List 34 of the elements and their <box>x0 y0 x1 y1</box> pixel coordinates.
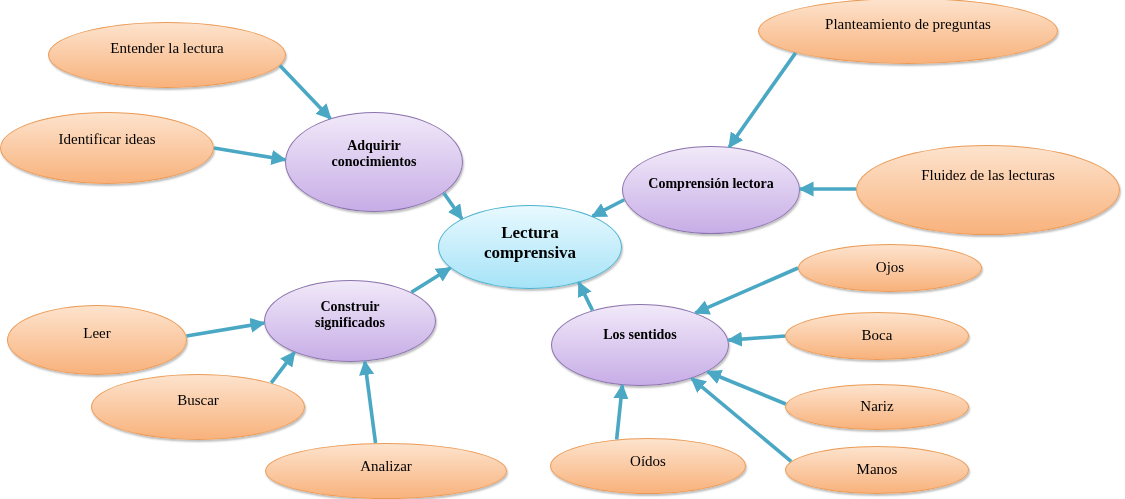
node-text: Ojos <box>875 259 905 277</box>
node-text: Planteamiento de preguntas <box>825 16 991 34</box>
arrow <box>726 331 786 347</box>
node-text: Manos <box>856 461 898 479</box>
arrow <box>690 377 793 463</box>
arrow <box>613 383 629 440</box>
arrow <box>727 51 798 149</box>
arrow <box>577 281 595 312</box>
node-text: Comprensión lectora <box>648 175 774 193</box>
node-text: Lectura comprensiva <box>482 223 578 263</box>
arrow <box>269 351 296 385</box>
arrow <box>442 192 464 220</box>
node-text: Entender la lectura <box>110 40 224 58</box>
node-text: Identificar ideas <box>58 131 156 149</box>
arrow <box>798 181 857 197</box>
arrow <box>706 369 787 406</box>
node-text: Los sentidos <box>603 326 677 344</box>
node-text: Leer <box>83 325 111 343</box>
arrow <box>278 64 332 120</box>
node-text: Fluidez de las lecturas <box>921 167 1055 185</box>
node-text: Nariz <box>860 398 894 416</box>
arrow <box>359 359 378 444</box>
node-text: Construir significados <box>314 298 386 332</box>
arrow <box>186 317 266 338</box>
node-text: Boca <box>861 327 893 345</box>
node-text: Adquirir conocimientos <box>330 137 418 171</box>
arrow <box>694 266 799 315</box>
node-text: Oídos <box>630 453 666 471</box>
arrow <box>591 198 626 218</box>
arrow <box>410 266 452 294</box>
arrow <box>213 146 287 165</box>
idea-ellipse <box>785 446 969 494</box>
node-text: Buscar <box>177 392 219 410</box>
node-text: Analizar <box>360 458 412 476</box>
